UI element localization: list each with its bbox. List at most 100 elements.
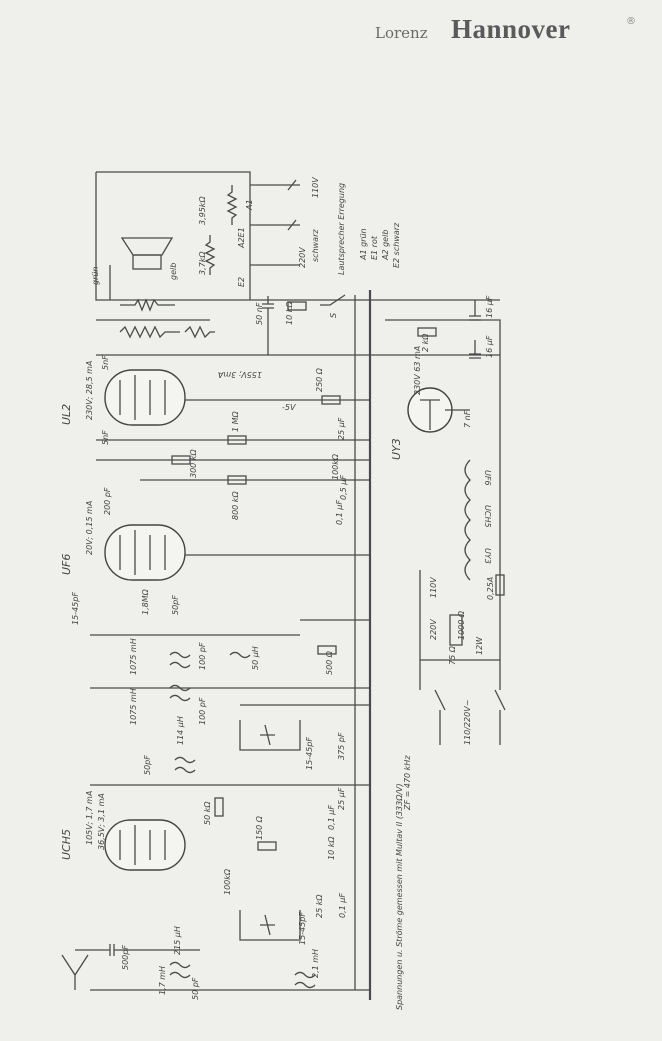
r10k-label: 10 kΩ (285, 301, 294, 325)
l215-label: 215 μH (173, 926, 182, 955)
a1-label: A1 (245, 199, 254, 211)
c50pf-3-label: 50 pF (191, 977, 200, 1000)
c1545-3-label: 15-45pF (298, 912, 307, 945)
cap-50nf (262, 296, 274, 355)
coil-21 (294, 971, 316, 989)
tap-line-2: E1 rot (370, 235, 379, 260)
resistor-r3 (184, 325, 215, 339)
uy3-spec: 230V 63 mA (413, 346, 422, 395)
resistor-r1 (120, 298, 175, 312)
l21-label: 2,1 mH (311, 949, 320, 978)
power-switch (320, 294, 346, 306)
l50-label: 50 μH (251, 646, 260, 670)
r300k-label: 300 kΩ (189, 449, 198, 478)
coil-215 (169, 961, 191, 979)
resistor-300k (171, 455, 191, 465)
heater-uf6: UF6 (483, 470, 492, 486)
uy3-name: UY3 (390, 438, 403, 460)
resistor-150 (257, 841, 277, 851)
c200pf-label: 200 pF (103, 487, 112, 515)
speaker-symbol (109, 237, 174, 300)
tuning-cap-osc (239, 720, 301, 751)
lautsprecher-title: Lautsprecher Erregung (337, 183, 346, 275)
uch5-name: UCH5 (60, 829, 73, 860)
top-rail (96, 171, 251, 300)
e2-label: E2 (237, 277, 246, 287)
heater-uch5: UCH5 (483, 505, 492, 528)
c1545-2-label: 15-45pF (305, 737, 314, 770)
v220b-label: 220V (429, 619, 438, 640)
c375-label: 375 pF (337, 732, 346, 760)
mains-switches (434, 689, 506, 745)
l1075-1-label: 1075 mH (129, 638, 138, 675)
a2e1-label: A2E1 (237, 227, 246, 249)
r25k-label: 25 kΩ (315, 894, 324, 918)
tube-uf6 (104, 524, 186, 581)
measurement-note: Spannungen u. Ströme gemessen mit Multav… (395, 783, 404, 1010)
tap-line-4: E2 schwarz (392, 222, 401, 268)
model-title: Hannover (451, 14, 571, 44)
c500pf-label: 500pF (121, 945, 130, 970)
c7nf-label: 7 nF (463, 410, 472, 428)
l114-label: 114 μH (176, 716, 185, 745)
heater-chain (464, 459, 471, 581)
schwarz-label: schwarz (311, 229, 320, 262)
r37k-label: 3,7kΩ (198, 251, 207, 275)
tube-uch5 (104, 819, 186, 871)
resistor-r2 (119, 325, 180, 339)
r75-label: 75 Ω (448, 645, 457, 665)
r800k-label: 800 kΩ (231, 491, 240, 520)
fuse-label: 0,25A (486, 577, 495, 600)
v220-label: 220V (298, 247, 307, 268)
c50pf-2-label: 50pF (143, 755, 152, 775)
c01-2-label: 0,1 μF (327, 805, 336, 830)
c50pf-1-label: 50pF (171, 595, 180, 615)
r1000-label: 1000 Ω (457, 610, 466, 640)
c100pf-1-label: 100 pF (198, 642, 207, 670)
antenna-symbol (61, 954, 89, 990)
mains-label: 110/220V~ (463, 700, 472, 745)
r50k-label: 50 kΩ (203, 801, 212, 825)
resistor-10k (287, 301, 307, 311)
uf6-spec: 20V; 0,15 mA (85, 501, 94, 555)
resistor-50k (214, 797, 224, 817)
if-transformer-1 (169, 651, 251, 669)
r1m-label: 1 MΩ (231, 410, 240, 432)
resistor-1m (227, 435, 247, 445)
left-rail (95, 172, 500, 301)
c16-1-label: 16 μF (485, 295, 494, 318)
header: Lorenz Hannover ® (0, 14, 662, 54)
r150-label: 150 Ω (255, 815, 264, 840)
c100pf-2-label: 100 pF (198, 697, 207, 725)
cap-500pf (75, 944, 200, 956)
r100k-b-label: 100kΩ (223, 868, 232, 895)
resistor-2k (417, 327, 437, 337)
field-coil-2 (204, 235, 216, 275)
brand-label: Lorenz (375, 24, 428, 42)
field-coil-1 (226, 185, 238, 225)
tube-ul2 (104, 369, 186, 426)
uch5-spec-a: 105V; 1,7 mA (85, 791, 94, 845)
c05-label: 0,5 μF (339, 475, 348, 500)
r500-label: 500 Ω (325, 650, 334, 675)
resistor-250 (321, 395, 341, 405)
fuse (495, 574, 505, 596)
tap-line-1: A1 grün (359, 228, 368, 261)
c01-3-label: 0,1 μF (338, 893, 347, 918)
v110b-label: 110V (429, 577, 438, 598)
r395k-label: 3,95kΩ (198, 196, 207, 225)
coil-114 (174, 756, 196, 774)
resistor-1000 (449, 614, 463, 646)
zf-label: ZF = 470 kHz (403, 755, 412, 811)
tube-uy3 (407, 387, 470, 433)
speaker-tap-legend: Lautsprecher Erregung A1 grün E1 rot A2 … (337, 183, 401, 275)
c25-2-label: 25 μF (337, 787, 346, 810)
l1075-2-label: 1075 mH (129, 688, 138, 725)
copyright-mark: ® (626, 16, 636, 27)
r18m-label: 1,8MΩ (141, 588, 150, 615)
r100k-label: 100kΩ (331, 453, 340, 480)
w12-label: 12W (475, 636, 484, 655)
c16-2-label: 16 μF (485, 335, 494, 358)
voltage-selector (250, 179, 300, 266)
